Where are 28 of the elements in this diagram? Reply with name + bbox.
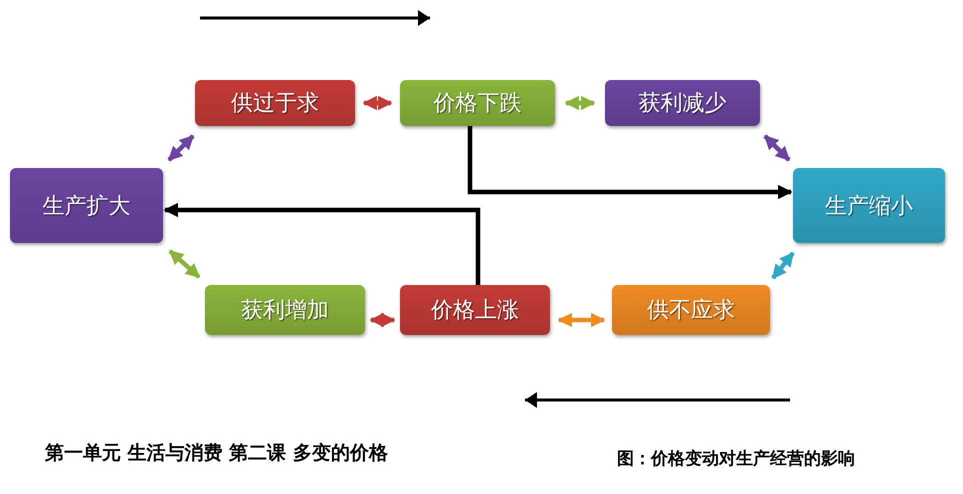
arrow (164, 202, 480, 285)
node-label: 获利增加 (241, 297, 329, 325)
double-arrow (771, 252, 795, 280)
process-box (400, 80, 555, 126)
arrow (468, 126, 792, 200)
node-label: 获利减少 (638, 90, 726, 118)
double-arrow (564, 96, 596, 110)
process-box (205, 285, 365, 335)
process-box (10, 168, 163, 243)
process-box (605, 80, 760, 126)
node-label: 价格上涨 (431, 297, 519, 325)
node-label: 价格下跌 (434, 90, 522, 118)
node-label: 生产扩大 (42, 192, 130, 220)
process-box (400, 285, 550, 335)
node-label: 供不应求 (647, 297, 735, 325)
double-arrow (558, 312, 606, 328)
footer-title: 第一单元 生活与消费 第二课 多变的价格 (45, 441, 388, 466)
double-arrow (763, 134, 791, 162)
process-box (612, 285, 770, 335)
node-label: 供过于求 (231, 90, 319, 118)
process-box (793, 168, 945, 243)
double-arrow (362, 96, 392, 110)
figure-caption: 图：价格变动对生产经营的影响 (617, 448, 855, 470)
double-arrow (167, 134, 195, 162)
node-label: 生产缩小 (825, 192, 913, 220)
double-arrow (370, 312, 396, 328)
double-arrow (168, 249, 200, 279)
process-box (195, 80, 355, 126)
